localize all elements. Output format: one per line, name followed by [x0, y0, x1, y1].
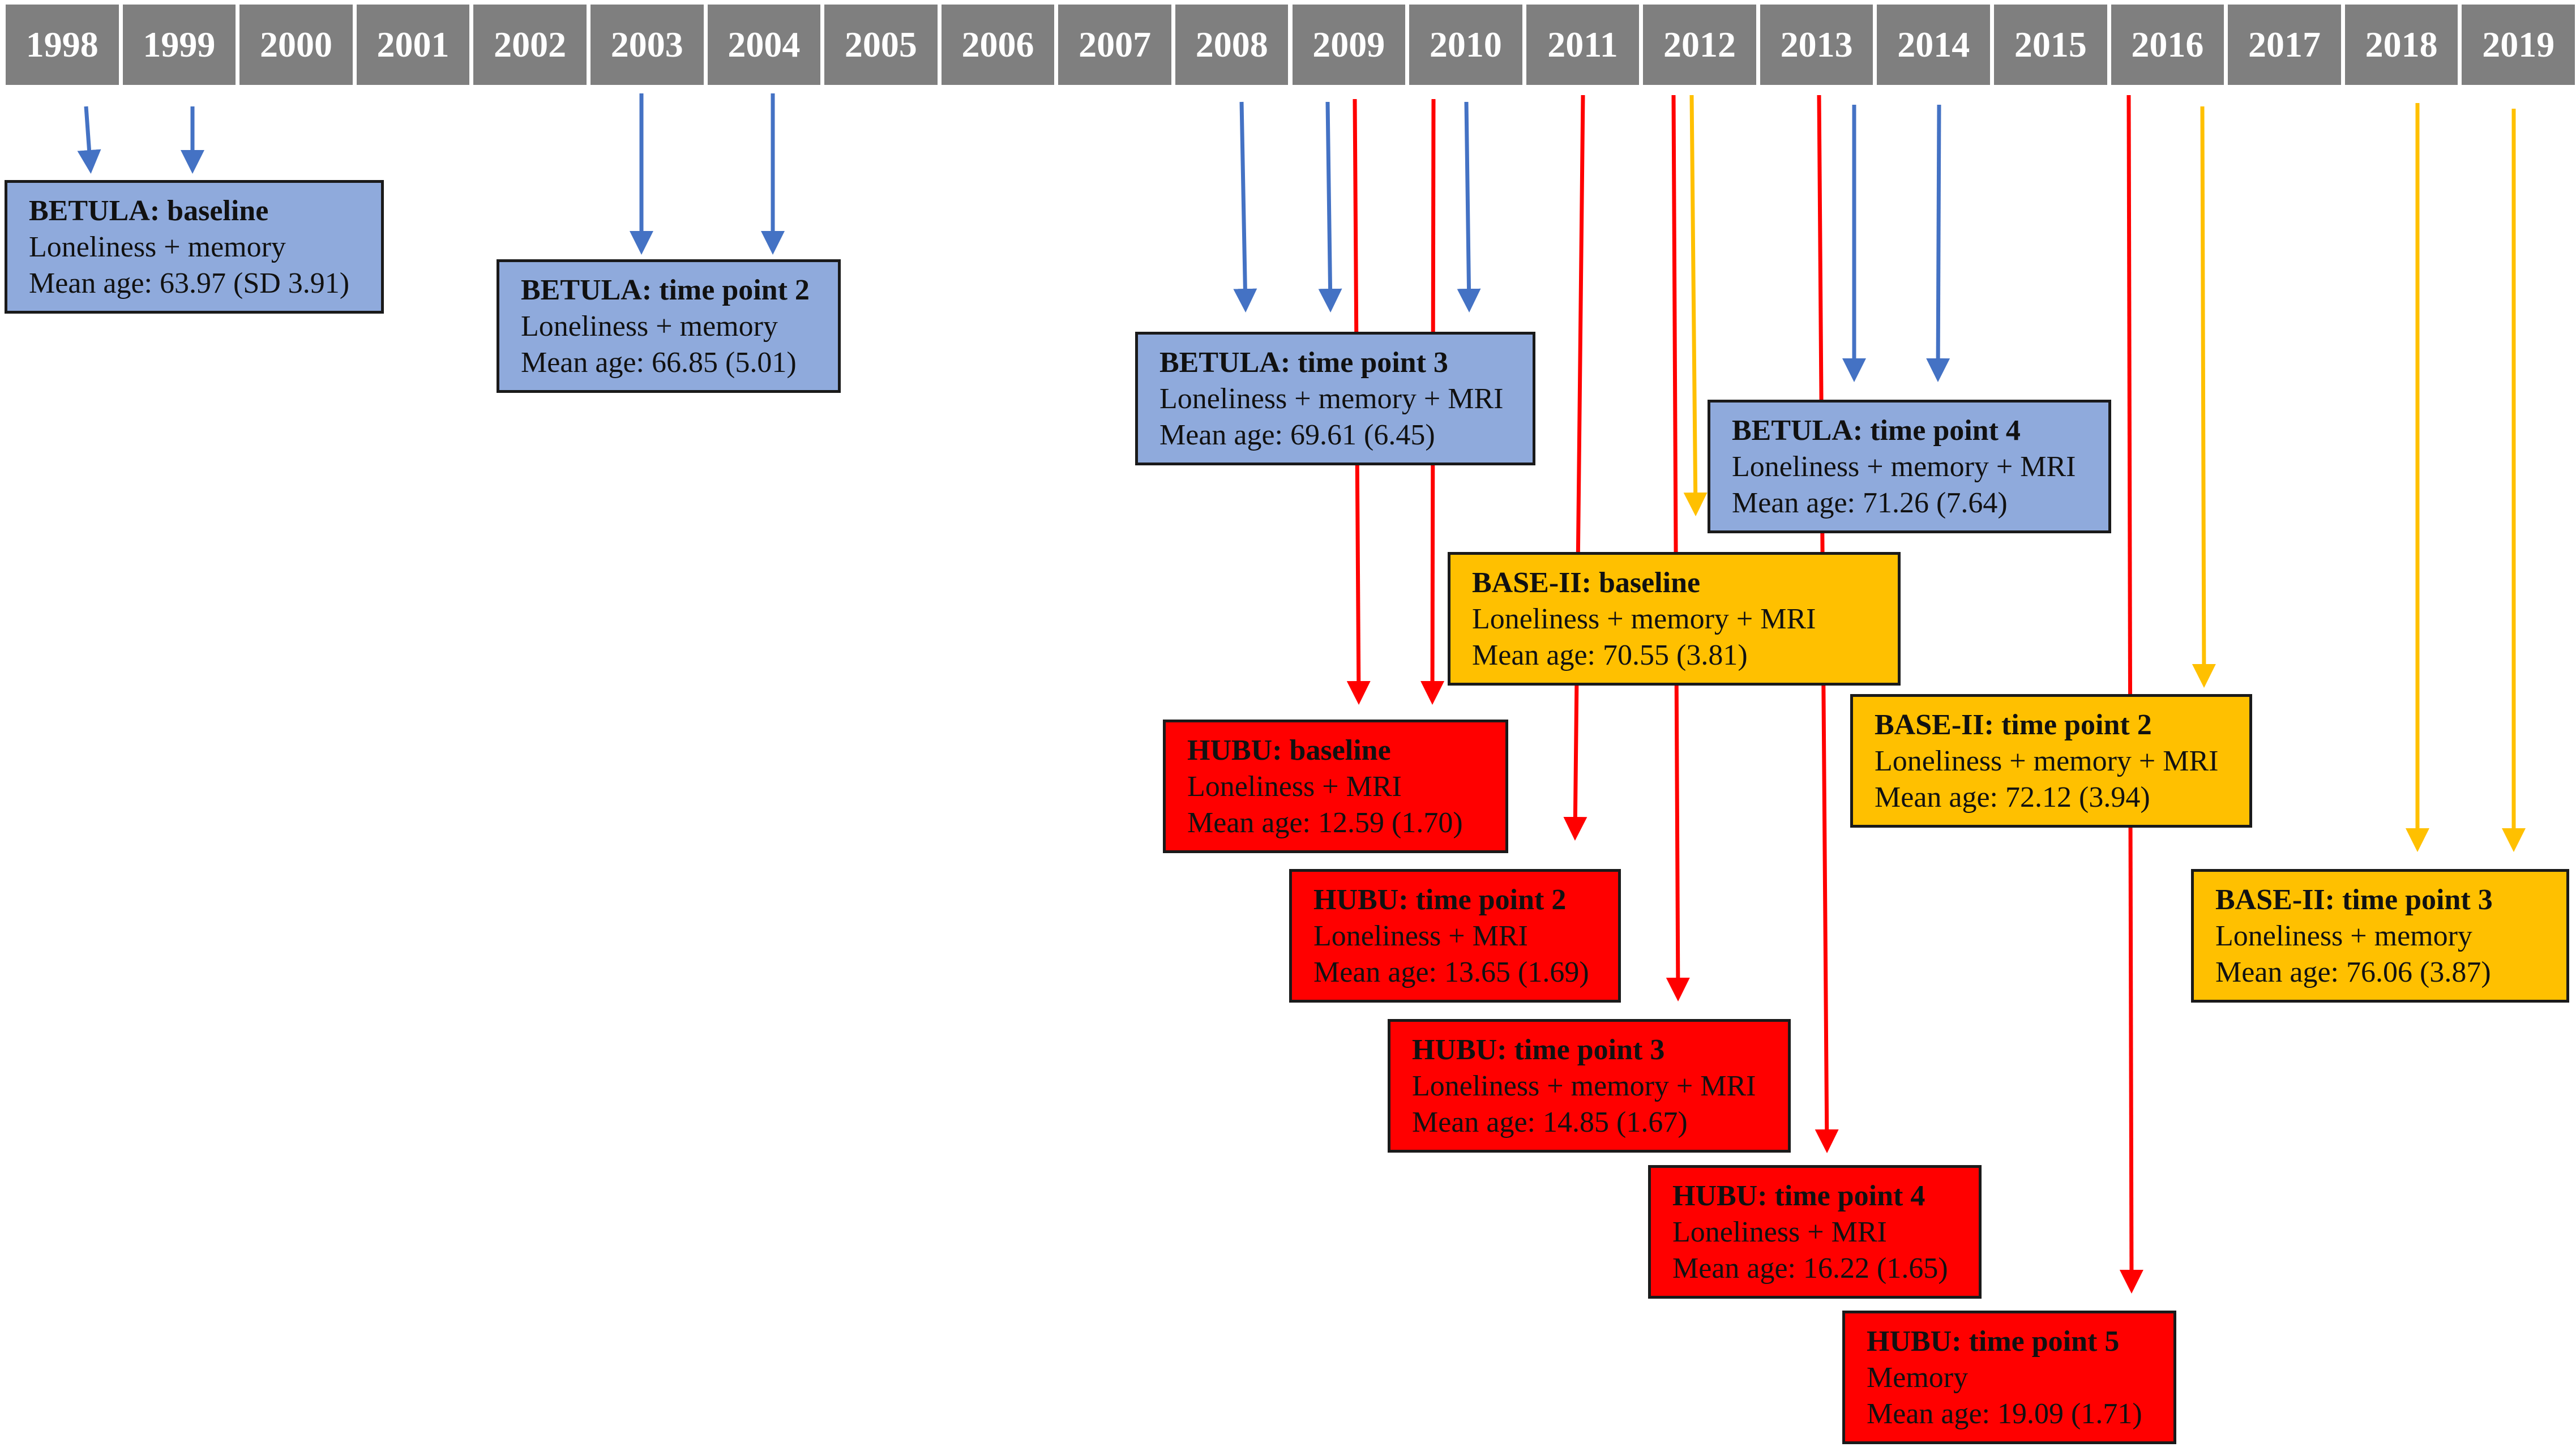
year-cell-2008: 2008 — [1175, 5, 1289, 85]
year-cell-2018: 2018 — [2344, 5, 2458, 85]
box-mean-age: Mean age: 69.61 (6.45) — [1159, 419, 1435, 451]
betula-arrow-6 — [1318, 101, 1342, 312]
betula-arrow-5 — [1233, 101, 1257, 312]
box-mean-age: Mean age: 72.12 (3.94) — [1875, 781, 2150, 814]
year-cell-2009: 2009 — [1292, 5, 1406, 85]
base-arrow-1 — [1683, 95, 1708, 516]
base-baseline-box: BASE-II: baseline Loneliness + memory + … — [1448, 552, 1901, 686]
year-cell-2006: 2006 — [941, 5, 1055, 85]
year-cell-2002: 2002 — [473, 5, 587, 85]
year-cell-2017: 2017 — [2228, 5, 2341, 85]
box-measures: Loneliness + memory + MRI — [1472, 603, 1816, 635]
box-title: BETULA: baseline — [29, 195, 269, 227]
box-measures: Loneliness + memory — [29, 231, 286, 263]
hubu-tp3-box: HUBU: time point 3 Loneliness + memory +… — [1388, 1019, 1791, 1153]
box-measures: Memory — [1867, 1362, 1969, 1394]
hubu-arrow-3 — [1563, 95, 1587, 841]
box-title: BASE-II: time point 3 — [2215, 884, 2493, 916]
box-mean-age: Mean age: 76.06 (3.87) — [2215, 956, 2491, 988]
box-mean-age: Mean age: 70.55 (3.81) — [1472, 639, 1748, 671]
hubu-baseline-box: HUBU: baseline Loneliness + MRI Mean age… — [1163, 720, 1508, 853]
box-mean-age: Mean age: 19.09 (1.71) — [1867, 1398, 2142, 1430]
year-cell-2000: 2000 — [239, 5, 353, 85]
box-measures: Loneliness + memory + MRI — [1412, 1070, 1756, 1102]
box-title: HUBU: time point 5 — [1867, 1325, 2120, 1358]
box-title: HUBU: time point 2 — [1313, 884, 1567, 916]
year-cell-1999: 1999 — [122, 5, 236, 85]
box-title: HUBU: baseline — [1187, 734, 1391, 767]
box-mean-age: Mean age: 66.85 (5.01) — [521, 346, 797, 379]
year-cell-2004: 2004 — [707, 5, 821, 85]
betula-arrow-7 — [1457, 101, 1481, 312]
year-cell-2014: 2014 — [1877, 5, 1991, 85]
box-title: BETULA: time point 3 — [1159, 346, 1448, 379]
betula-arrow-1 — [77, 106, 101, 174]
year-cell-1998: 1998 — [6, 5, 119, 85]
year-cell-2012: 2012 — [1643, 5, 1756, 85]
betula-tp2-box: BETULA: time point 2 Loneliness + memory… — [497, 259, 841, 393]
base-tp2-box: BASE-II: time point 2 Loneliness + memor… — [1850, 694, 2252, 828]
hubu-arrow-4 — [1666, 95, 1690, 1001]
box-measures: Loneliness + memory + MRI — [1159, 383, 1504, 415]
year-cell-2010: 2010 — [1409, 5, 1522, 85]
year-cell-2003: 2003 — [590, 5, 704, 85]
box-mean-age: Mean age: 14.85 (1.67) — [1412, 1106, 1688, 1138]
year-cell-2015: 2015 — [1994, 5, 2107, 85]
year-cell-2011: 2011 — [1526, 5, 1640, 85]
betula-tp4-box: BETULA: time point 4 Loneliness + memory… — [1708, 400, 2111, 533]
year-cell-2019: 2019 — [2462, 5, 2575, 85]
year-cell-2005: 2005 — [824, 5, 938, 85]
box-title: BETULA: time point 2 — [521, 274, 810, 306]
base-tp3-box: BASE-II: time point 3 Loneliness + memor… — [2191, 869, 2569, 1003]
box-mean-age: Mean age: 16.22 (1.65) — [1672, 1252, 1948, 1285]
betula-baseline-box: BETULA: baseline Loneliness + memory Mea… — [5, 180, 384, 314]
box-mean-age: Mean age: 63.97 (SD 3.91) — [29, 267, 350, 299]
box-measures: Loneliness + memory + MRI — [1732, 451, 2076, 483]
box-measures: Loneliness + MRI — [1187, 770, 1402, 803]
base-arrow-2 — [2192, 106, 2216, 688]
box-title: BASE-II: time point 2 — [1875, 709, 2152, 741]
box-mean-age: Mean age: 13.65 (1.69) — [1313, 956, 1589, 988]
box-mean-age: Mean age: 12.59 (1.70) — [1187, 807, 1463, 839]
year-cell-2016: 2016 — [2111, 5, 2224, 85]
hubu-tp4-box: HUBU: time point 4 Loneliness + MRI Mean… — [1648, 1165, 1982, 1299]
box-mean-age: Mean age: 71.26 (7.64) — [1732, 487, 2008, 519]
box-title: BASE-II: baseline — [1472, 567, 1701, 599]
box-title: HUBU: time point 4 — [1672, 1180, 1925, 1212]
hubu-arrow-6 — [2119, 95, 2143, 1294]
box-title: HUBU: time point 3 — [1412, 1034, 1665, 1066]
year-cell-2007: 2007 — [1058, 5, 1171, 85]
box-title: BETULA: time point 4 — [1732, 414, 2021, 447]
betula-tp3-box: BETULA: time point 3 Loneliness + memory… — [1135, 332, 1535, 465]
betula-arrow-9 — [1926, 104, 1950, 382]
year-cell-2001: 2001 — [356, 5, 470, 85]
hubu-tp2-box: HUBU: time point 2 Loneliness + MRI Mean… — [1289, 869, 1621, 1003]
box-measures: Loneliness + memory — [521, 310, 778, 343]
box-measures: Loneliness + MRI — [1672, 1216, 1887, 1248]
box-measures: Loneliness + memory — [2215, 920, 2472, 952]
hubu-tp5-box: HUBU: time point 5 Memory Mean age: 19.0… — [1842, 1311, 2176, 1444]
box-measures: Loneliness + MRI — [1313, 920, 1528, 952]
year-cell-2013: 2013 — [1760, 5, 1873, 85]
box-measures: Loneliness + memory + MRI — [1875, 745, 2219, 777]
